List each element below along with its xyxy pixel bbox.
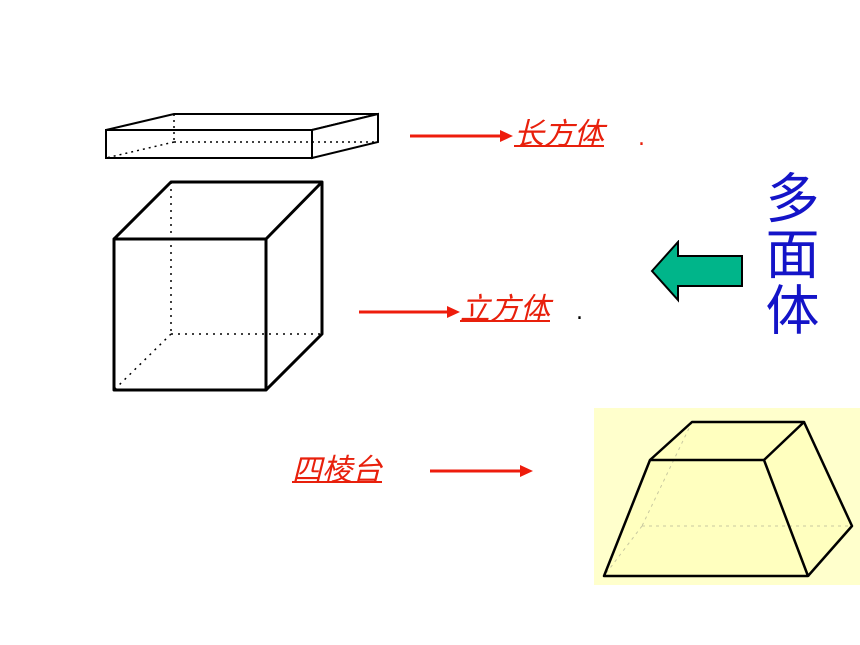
big-left-arrow-icon [650, 240, 743, 303]
frustum-arrow [430, 465, 533, 477]
cube-label-suffix: . [576, 300, 583, 325]
cube-arrow [359, 306, 460, 318]
cube-shape [112, 180, 324, 392]
category-title: 多面体 [756, 170, 819, 338]
frustum-panel [594, 408, 860, 585]
cuboid-arrow [410, 130, 513, 142]
cuboid-shape [105, 112, 379, 160]
cuboid-label-suffix: . [638, 126, 645, 151]
frustum-label: 四棱台 [292, 453, 382, 488]
frustum-shape [602, 420, 854, 578]
cuboid-label: 长方体 [514, 117, 604, 152]
cube-label: 立方体 [460, 292, 550, 327]
